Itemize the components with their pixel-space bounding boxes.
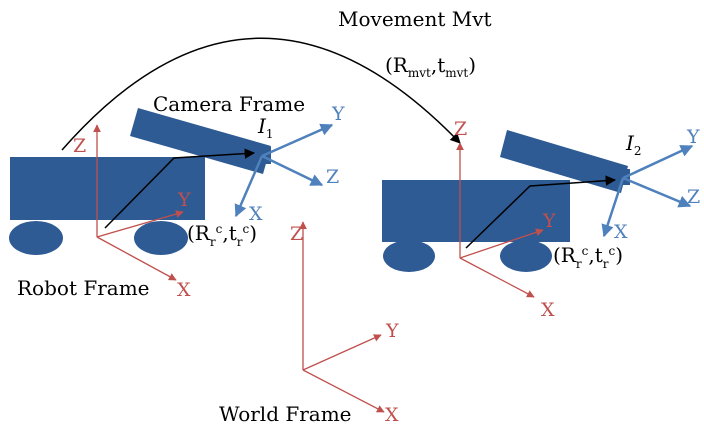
- camera-2-z-label: Z: [687, 186, 700, 208]
- camera-1-x-label: X: [249, 203, 263, 225]
- camera-1-z-axis: [261, 154, 324, 187]
- robot-1-extrinsic-label: (Rrc,trc): [187, 221, 257, 249]
- robot-1-camera: [130, 108, 271, 174]
- camera-2-z-axis: [622, 176, 692, 208]
- robot-2-wheel-left: [383, 240, 435, 272]
- world-y-axis: [302, 334, 382, 371]
- robot-frame-label: Robot Frame: [17, 276, 150, 300]
- camera-1-y-label: Y: [331, 103, 345, 125]
- camera-1-x-axis: [234, 155, 264, 218]
- world-x-axis: [302, 369, 385, 413]
- image-2-label: I2: [625, 131, 642, 158]
- robot-1-body: [10, 157, 205, 220]
- robot-1-x-axis: [96, 236, 177, 281]
- robot-2-x-label: X: [541, 299, 555, 321]
- robot-1-extrinsic-arrow: [104, 148, 256, 229]
- movement-parameters: (Rmvt,tmvt): [385, 53, 476, 80]
- world-frame: [299, 221, 385, 413]
- robot-1-x-label: X: [177, 279, 191, 301]
- camera-2-y-label: Y: [686, 126, 700, 148]
- robot-2-x-axis: [459, 257, 535, 298]
- image-1-label: I1: [257, 114, 274, 141]
- movement-title: Movement Mvt: [338, 7, 492, 31]
- robot-2-frame: [456, 142, 544, 298]
- camera-frame-label: Camera Frame: [153, 92, 305, 116]
- camera-1-y-axis: [261, 123, 334, 158]
- robot-1-wheel-left: [9, 221, 63, 255]
- world-z-label: Z: [290, 223, 303, 245]
- robot-2-y-axis: [459, 228, 544, 259]
- robot-2-camera: [500, 130, 628, 193]
- robot-2-y-label: Y: [542, 210, 556, 232]
- camera-2-x-axis: [601, 177, 625, 238]
- camera-1-frame: [234, 123, 334, 218]
- world-frame-label: World Frame: [219, 402, 352, 426]
- camera-2-x-label: X: [614, 221, 628, 243]
- world-y-label: Y: [385, 320, 399, 342]
- camera-2-frame: [601, 144, 694, 238]
- robot-2-camera-lens: [614, 169, 630, 185]
- robot-1-frame: [93, 124, 184, 281]
- robot-2-body: [382, 180, 570, 242]
- robot-2-extrinsic-arrow: [465, 175, 617, 249]
- robot-1-z-label: Z: [73, 135, 86, 157]
- camera-2-y-axis: [622, 144, 694, 180]
- robot-2-wheel-right: [500, 240, 552, 272]
- robot-2-extrinsic-label: (Rrc,trc): [553, 243, 623, 271]
- robot-2-z-label: Z: [454, 118, 467, 140]
- world-x-label: X: [385, 404, 399, 426]
- movement-arrow: [61, 37, 461, 151]
- robot-1: [9, 108, 271, 255]
- robot-1-y-label: Y: [177, 189, 191, 211]
- robot-2: [382, 130, 630, 272]
- robot-1-wheel-right: [134, 221, 188, 255]
- camera-1-z-label: Z: [326, 166, 339, 188]
- robot-1-y-axis: [96, 210, 184, 238]
